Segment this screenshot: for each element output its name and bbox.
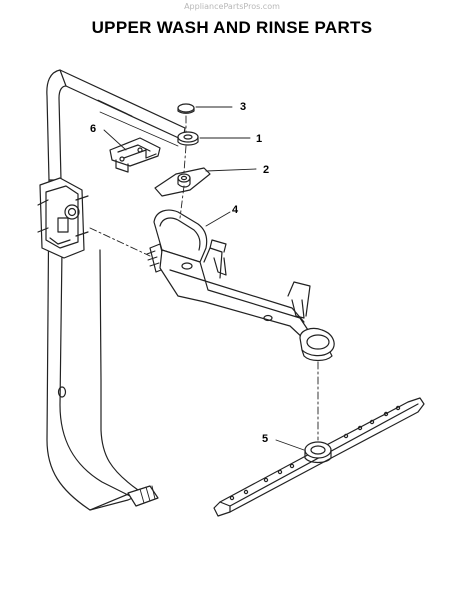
callout-5: 5 xyxy=(262,433,268,445)
part-6-bracket xyxy=(109,137,161,173)
manifold-fitting xyxy=(37,177,89,259)
callout-1: 1 xyxy=(256,133,262,145)
leader-lines xyxy=(103,106,305,451)
part-1-fitting xyxy=(177,131,199,146)
callout-3: 3 xyxy=(240,101,246,113)
part-4-feed-tube xyxy=(146,209,335,362)
part-3-cap xyxy=(177,103,195,114)
part-5-spray-arm xyxy=(213,397,425,517)
watermark: AppliancePartsPros.com xyxy=(184,2,280,11)
assembly-lines xyxy=(89,115,319,441)
callout-4: 4 xyxy=(232,204,239,216)
page-title: UPPER WASH AND RINSE PARTS xyxy=(91,18,373,37)
part-2-mount xyxy=(154,167,211,197)
callout-6: 6 xyxy=(90,123,96,135)
upper-conduit-tube xyxy=(46,69,186,511)
callout-2: 2 xyxy=(263,164,269,176)
